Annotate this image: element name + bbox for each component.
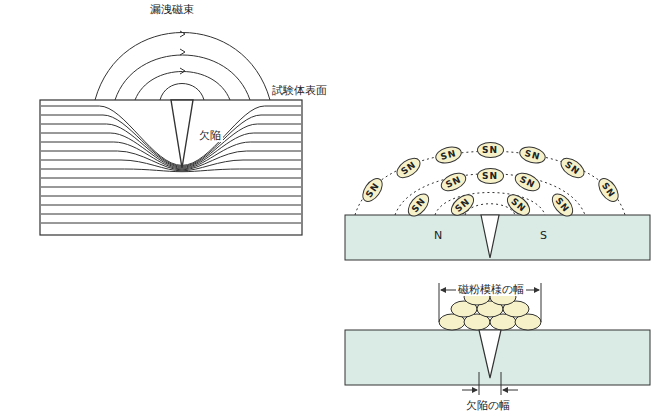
pole-label: S: [540, 230, 547, 242]
magnetic-particle: SN: [511, 169, 542, 195]
dimension-lines: [439, 283, 541, 395]
leakage-flux: [95, 31, 270, 100]
specimen: [345, 330, 650, 385]
magnetic-particle: SN: [392, 154, 423, 183]
magnetic-particle: SN: [477, 142, 504, 158]
defect-width-label: 欠陥の幅: [466, 400, 510, 412]
pole-letters: SN: [553, 196, 570, 214]
defect: [479, 330, 501, 378]
flux-line: [41, 106, 301, 165]
magnetic-particle: SN: [477, 168, 504, 184]
flux-line: [41, 187, 301, 188]
magnetic-particle: SN: [556, 154, 587, 183]
pole-letters: SN: [482, 172, 498, 181]
flux-line: [41, 214, 301, 215]
defect: [481, 215, 499, 258]
flux-lines: [41, 106, 301, 223]
flux-line: [41, 223, 301, 224]
pole-letters: SN: [482, 146, 498, 155]
magnetic-particle: SN: [517, 144, 547, 166]
magnetic-particle: SN: [433, 144, 463, 166]
pole-label: N: [434, 230, 442, 242]
leakage-flux-label: 漏洩磁束: [150, 4, 194, 16]
pattern-width-label: 磁粉模様の幅: [456, 284, 526, 296]
flux-line: [41, 124, 301, 167]
pole-letters: SN: [364, 181, 381, 199]
pole-letters: SN: [399, 160, 417, 177]
defect: [171, 100, 193, 168]
pole-letters: SN: [600, 181, 617, 199]
flux-line: [41, 160, 301, 171]
specimen: [40, 100, 302, 235]
pole-letters: SN: [563, 160, 581, 177]
leakage-flux: [355, 151, 625, 215]
pole-letters: SN: [444, 175, 462, 190]
surface-label: 試験体表面: [272, 85, 327, 97]
pole-letters: SN: [453, 196, 471, 213]
flux-line: [41, 178, 301, 179]
flux-line: [41, 151, 301, 170]
flux-line: [41, 205, 301, 206]
flux-line: [41, 142, 301, 169]
pole-letters: SN: [409, 196, 426, 214]
flux-line: [41, 196, 301, 197]
specimen: [345, 215, 650, 260]
flux-line: [41, 115, 301, 166]
defect-label: 欠陥: [197, 130, 223, 142]
flux-line: [41, 169, 301, 172]
pole-letters: SN: [518, 175, 536, 190]
magnetic-particle: SN: [437, 169, 468, 195]
pole-letters: SN: [509, 196, 527, 213]
pole-letters: SN: [523, 149, 541, 162]
pole-letters: SN: [439, 149, 457, 162]
